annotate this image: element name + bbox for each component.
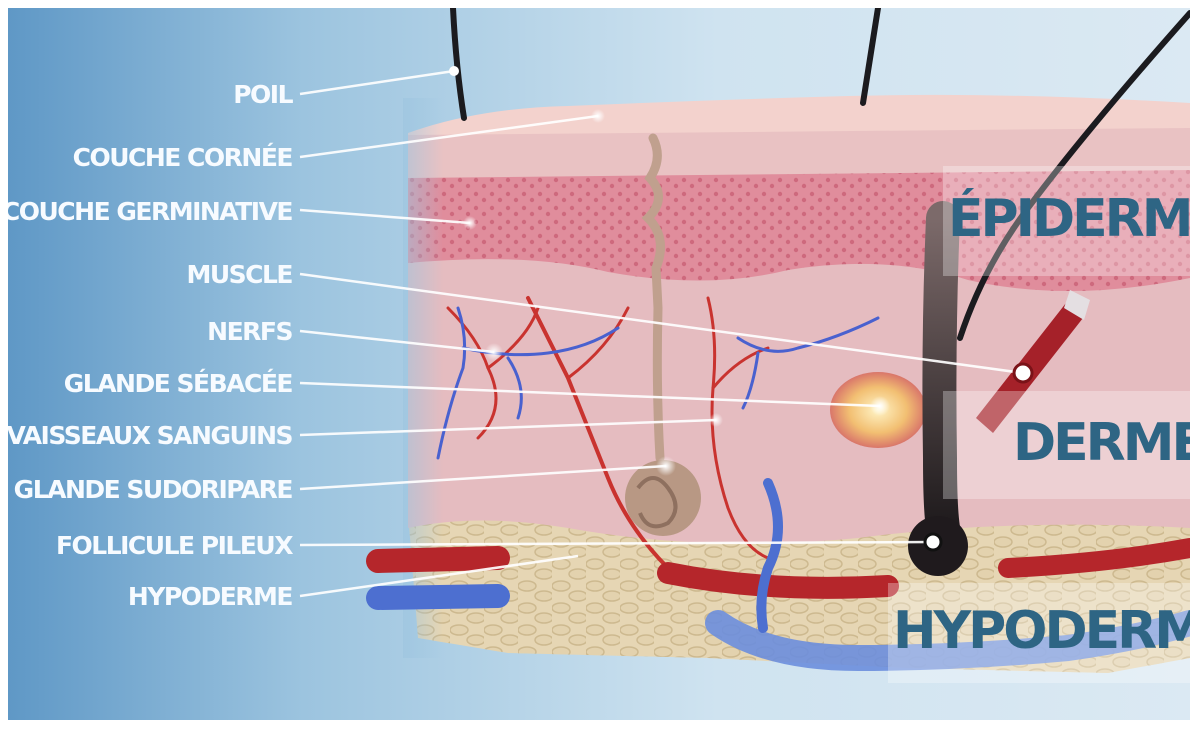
label-glande-sudoripare: GLANDE SUDORIPARE — [14, 475, 293, 504]
label-glande-sebacee: GLANDE SÉBACÉE — [64, 369, 293, 398]
label-hypoderme: HYPODERME — [128, 582, 293, 611]
label-vaisseaux-sanguins: VAISSEAUX SANGUINS — [8, 421, 292, 450]
skin-cross-section-illustration: POIL COUCHE CORNÉE COUCHE GERMINATIVE MU… — [8, 8, 1190, 720]
skin-diagram: POIL COUCHE CORNÉE COUCHE GERMINATIVE MU… — [8, 8, 1190, 720]
layer-derme: DERME — [1013, 413, 1190, 473]
label-couche-cornee: COUCHE CORNÉE — [73, 143, 293, 172]
layer-epiderme: ÉPIDERME — [948, 188, 1190, 249]
label-follicule-pileux: FOLLICULE PILEUX — [56, 531, 293, 560]
label-couche-germinative: COUCHE GERMINATIVE — [8, 197, 292, 226]
label-nerfs: NERFS — [207, 317, 292, 346]
layer-hypoderme: HYPODERME — [893, 601, 1190, 661]
label-muscle: MUSCLE — [186, 260, 292, 289]
label-poil: POIL — [233, 80, 293, 109]
